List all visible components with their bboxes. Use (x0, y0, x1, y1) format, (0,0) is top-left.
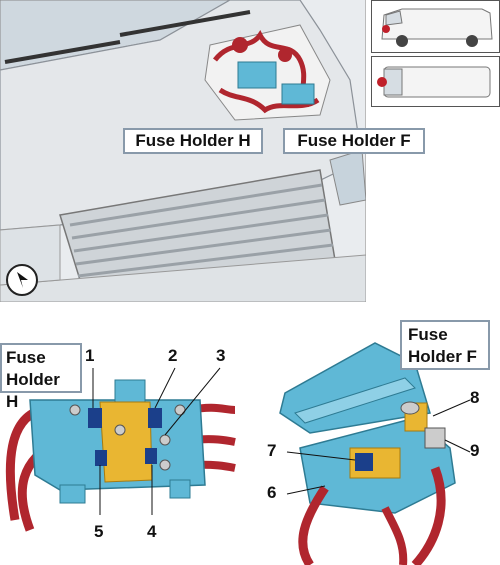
van-top-thumbnail (371, 56, 500, 107)
van-top-icon (377, 66, 491, 98)
callout-5: 5 (94, 522, 104, 541)
callout-4: 4 (147, 522, 157, 541)
fuse-holder-h-detail-label: Fuse Holder H (0, 343, 82, 411)
callout-9: 9 (470, 441, 480, 460)
fuse-holder-h-illustration (5, 367, 236, 532)
fuse-holder-f-detail (255, 318, 500, 565)
fuse-holder-h-line2: Holder H (6, 370, 60, 411)
callout-7: 7 (267, 441, 277, 460)
callout-6: 6 (267, 483, 277, 502)
vehicle-front-view (0, 0, 366, 302)
fuse-holder-f-line1: Fuse (408, 325, 448, 344)
fuse-holder-f-line2: Holder F (408, 347, 477, 366)
callout-3: 3 (216, 346, 226, 365)
fuse-holder-h-label: Fuse Holder H (123, 128, 263, 154)
callout-1: 1 (85, 346, 95, 365)
navigation-arrow-icon[interactable] (6, 264, 38, 296)
fuse-holder-f-detail-label: Fuse Holder F (400, 320, 490, 370)
callout-8: 8 (470, 388, 480, 407)
fuse-holder-f-label: Fuse Holder F (283, 128, 425, 154)
van-side-icon (381, 8, 493, 47)
van-side-thumbnail (371, 0, 500, 53)
callout-2: 2 (168, 346, 178, 365)
vehicle-front-illustration (0, 0, 366, 302)
fuse-holder-h-detail (0, 340, 250, 565)
fuse-holder-h-line1: Fuse (6, 348, 46, 367)
fuse-holder-f-illustration (279, 342, 471, 565)
